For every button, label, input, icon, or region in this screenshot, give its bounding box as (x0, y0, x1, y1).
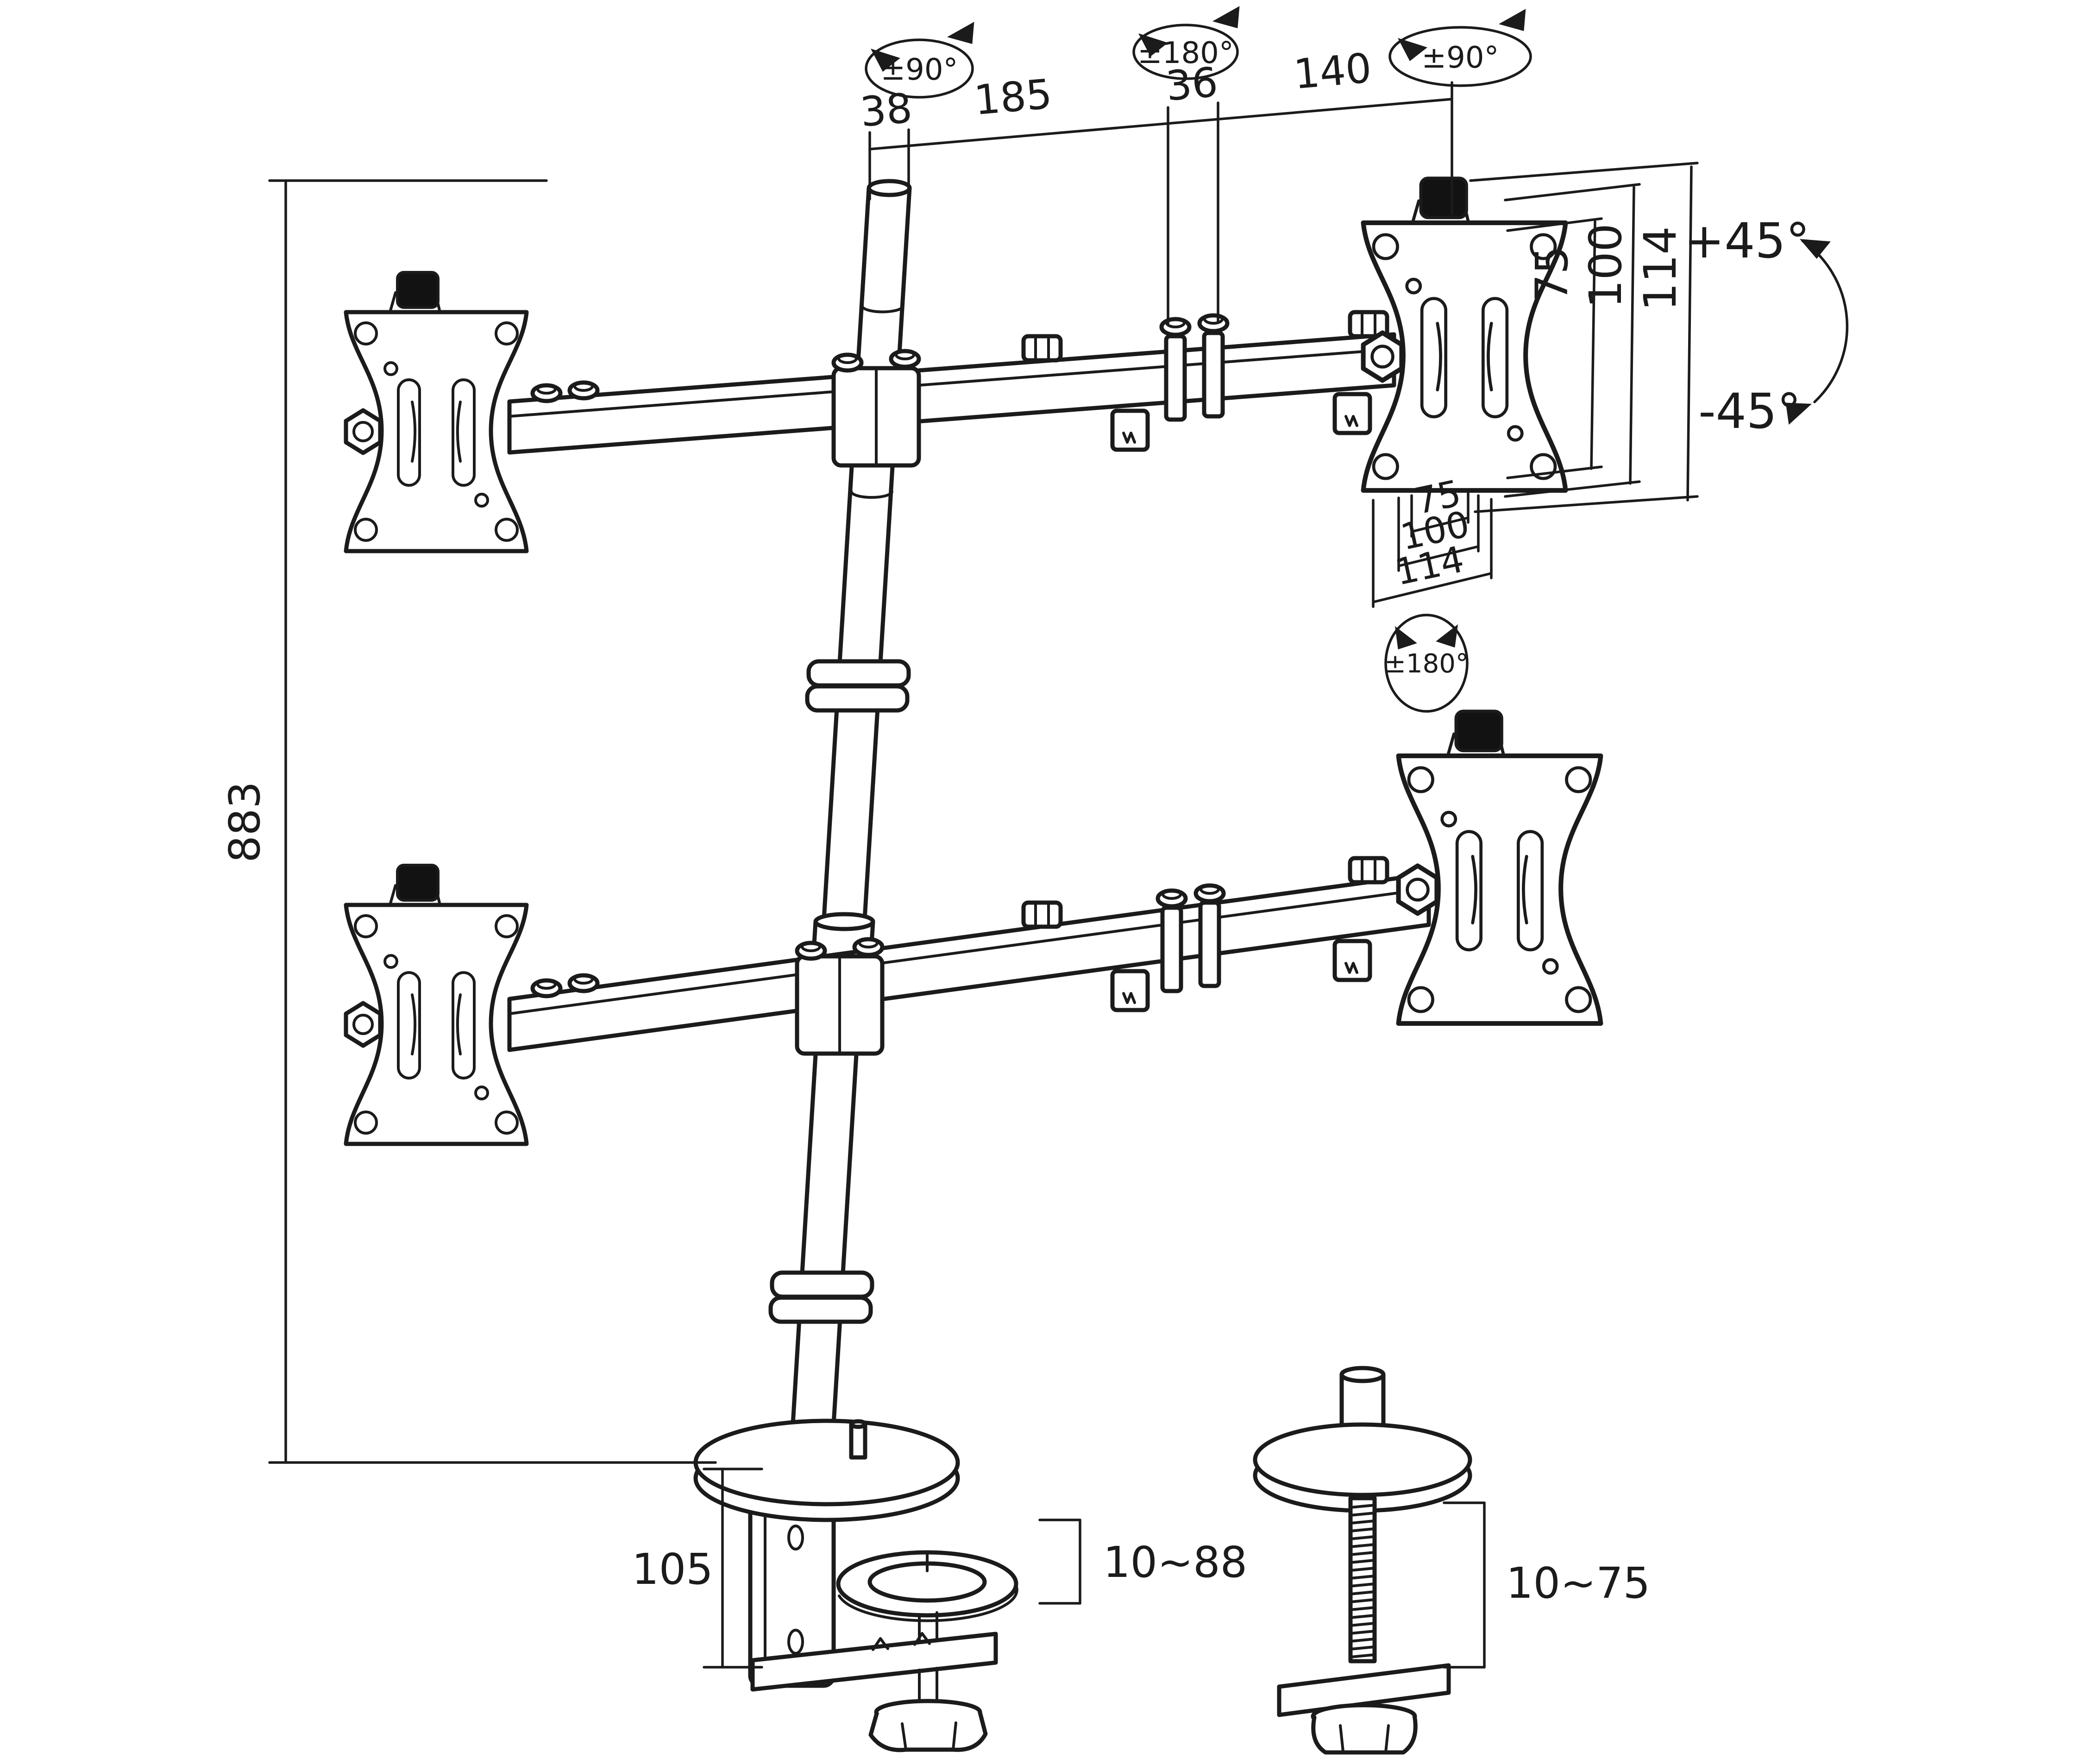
vesa-vertical-dims: 75 100 114 (1469, 162, 1699, 513)
lower-arm-joint (1158, 885, 1224, 993)
dim-pole-height: 883 (220, 781, 270, 863)
dim-arm-joint: 36 (1164, 58, 1220, 110)
dim-plate-side-114: 114 (1634, 226, 1686, 311)
vesa-plate-lower-left (346, 865, 527, 1144)
upper-arm (507, 312, 1396, 468)
vesa-plate-upper-left (346, 272, 527, 551)
plate-rotation-symbol: ±180° (1384, 614, 1469, 713)
cable-hook (1335, 941, 1370, 980)
dim-vesa-bottom-75: 75 (1411, 472, 1465, 523)
grommet-mount (1253, 1366, 1472, 1755)
cable-clip (1350, 858, 1387, 882)
angle-pan-left: ±90° (880, 53, 958, 87)
dim-clamp-range: 10~88 (1103, 1538, 1247, 1587)
tilt-annotation: +45° -45° (1684, 213, 1849, 439)
top-dimension-chain: 38 185 36 140 (858, 44, 1453, 326)
dim-grommet-range: 10~75 (1506, 1558, 1650, 1608)
dim-arm-span-inner: 185 (972, 70, 1054, 124)
clamp-range-dim: 10~88 (1038, 1519, 1247, 1605)
cable-hook (1112, 971, 1148, 1010)
upper-arm-joint (1162, 315, 1227, 422)
dim-arm-span-outer: 140 (1292, 44, 1373, 98)
angle-tilt-down: -45° (1698, 383, 1801, 439)
dim-clamp-height: 105 (632, 1544, 713, 1594)
angle-plate-rotation: ±180° (1384, 649, 1469, 679)
desk-clamp (693, 1419, 1018, 1752)
dim-vesa-side-100: 100 (1580, 223, 1632, 308)
cable-hook (1112, 411, 1148, 450)
pole-cable-clip-lower (768, 1270, 874, 1324)
disc-pin (849, 1419, 867, 1460)
cable-hook (1335, 394, 1370, 433)
pan-right-symbol: ±90° (1388, 9, 1532, 87)
angle-tilt-up: +45° (1684, 213, 1809, 269)
angle-pan-right: ±90° (1421, 41, 1499, 75)
lower-arm-pole-clamp (795, 939, 885, 1056)
annotations: 38 185 36 140 ±90° ±180° ±90° (220, 6, 1849, 1669)
dim-vesa-side-75: 75 (1526, 246, 1578, 302)
pan-center-symbol: ±180° (1131, 6, 1244, 80)
cable-clip (1024, 903, 1061, 927)
pole-height-dim: 883 (220, 179, 717, 1464)
lower-arm (507, 858, 1431, 1056)
grommet-range-dim: 10~75 (1443, 1501, 1650, 1669)
pole-cable-clip-upper (805, 659, 911, 713)
upper-arm-pole-clamp (831, 351, 921, 468)
vesa-plate-lower-right (1399, 711, 1601, 1023)
clamp-height-dim: 105 (632, 1468, 763, 1669)
cable-clip (1024, 336, 1061, 360)
vesa-bottom-dims: 75 100 114 (1372, 472, 1493, 608)
dim-pole-diameter: 38 (858, 84, 914, 136)
angle-pan-center: ±180° (1137, 36, 1234, 70)
pan-left-symbol: ±90° (864, 22, 979, 99)
